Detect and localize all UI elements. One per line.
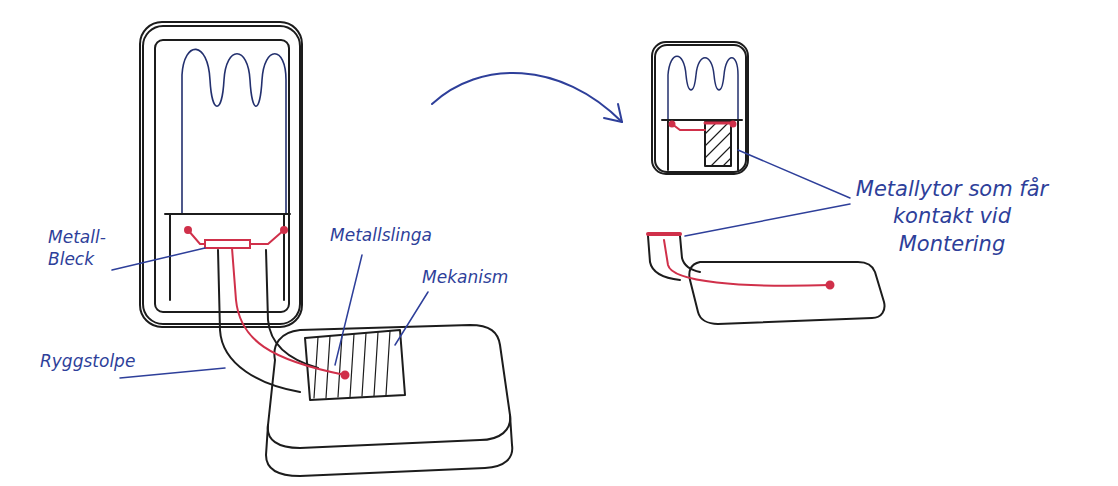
- contact-dot: [731, 122, 736, 127]
- curved-arrow: [432, 73, 622, 122]
- mechanism-plate: [305, 330, 405, 400]
- wave-wire: [668, 56, 738, 120]
- contact-dot: [281, 227, 287, 233]
- left-wiring: [185, 227, 349, 379]
- back-post: [218, 250, 300, 392]
- contact-dot: [827, 282, 834, 289]
- contact-dot: [185, 227, 191, 233]
- backrest-inner: [155, 40, 289, 312]
- leader-line: [120, 368, 225, 378]
- arrow-head: [604, 104, 622, 122]
- plate-outline: [662, 120, 742, 170]
- red-wire: [188, 230, 284, 244]
- surface-hatch: [705, 122, 731, 166]
- left-chair: [140, 22, 512, 476]
- red-wire: [232, 248, 345, 375]
- backrest-outline: [652, 42, 748, 174]
- contact-strip: [705, 122, 731, 125]
- seat-edge: [266, 415, 512, 476]
- contact-dot: [670, 122, 675, 127]
- seat-part: [689, 262, 884, 324]
- note-label: Metallytor som får kontakt vid Montering: [852, 176, 1052, 258]
- leader-line: [685, 204, 850, 236]
- contact-surface: [705, 122, 731, 166]
- backrest-outline: [140, 22, 302, 327]
- mechanism-hatch: [314, 331, 390, 398]
- part-label: Mekanism: [422, 266, 542, 288]
- right-parts: [648, 42, 885, 324]
- leader-line: [395, 292, 428, 345]
- leader-line: [112, 248, 205, 270]
- red-wire: [664, 240, 830, 286]
- plate-outline: [165, 214, 290, 300]
- backrest-outline: [655, 45, 746, 172]
- backrest-outline: [143, 26, 300, 324]
- part-label: Metall- Bleck: [48, 226, 120, 270]
- seat-top: [268, 325, 510, 448]
- leader-line: [335, 255, 362, 365]
- part-label: Ryggstolpe: [40, 350, 170, 372]
- post-stub: [648, 236, 700, 280]
- metal-plate: [205, 240, 250, 248]
- part-label: Metallslinga: [330, 224, 480, 246]
- red-wire: [672, 124, 733, 130]
- wave-wire: [182, 49, 286, 214]
- right-wiring: [648, 122, 834, 289]
- contact-strip: [648, 232, 680, 236]
- left-leaders: [112, 73, 622, 378]
- contact-dot: [342, 372, 349, 379]
- right-leaders: [685, 150, 850, 236]
- leader-line: [738, 150, 850, 198]
